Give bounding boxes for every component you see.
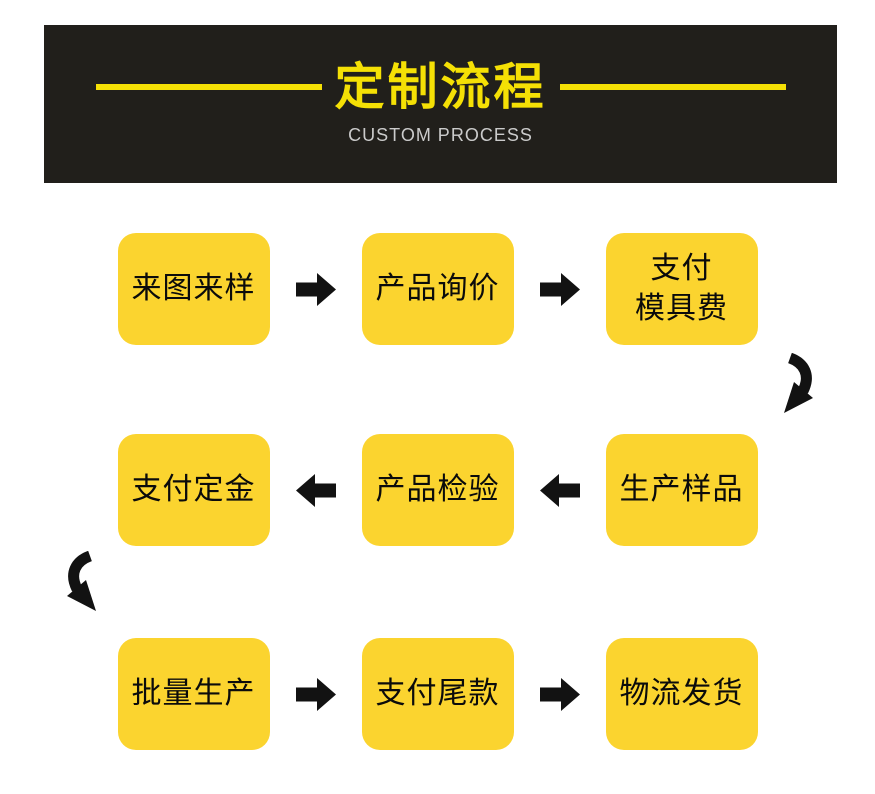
block-arrow-right-icon [539,677,580,711]
flow-step: 物流发货 [605,638,758,750]
title-line-left [95,84,322,90]
flow-step: 批量生产 [117,638,270,750]
flow-step-label: 产品检验 [375,473,500,506]
arrow-slot [514,233,606,345]
flow-step: 生产样品 [605,434,758,546]
flow-step: 支付 模具费 [605,233,758,345]
flow-row-1: 来图来样 产品询价 支付 模具费 [0,233,875,345]
flow-step: 产品检验 [361,434,514,546]
header-banner: 定制流程 CUSTOM PROCESS [44,25,837,183]
block-arrow-right-icon [295,272,336,306]
flow-step-label: 支付 [650,252,713,285]
flow-step-label: 产品询价 [375,272,500,305]
flow-step-label: 物流发货 [619,677,744,710]
flow-step: 支付尾款 [361,638,514,750]
block-arrow-left-icon [539,473,580,507]
flow-row-2: 支付定金 产品检验 生产样品 [0,434,875,546]
flow-step-label: 批量生产 [131,677,256,710]
flow-step-label: 支付尾款 [375,677,500,710]
flow-step: 支付定金 [117,434,270,546]
flow-step-label: 生产样品 [619,473,744,506]
curved-arrow-down-left-icon [784,353,813,413]
arrow-slot [270,638,362,750]
curved-arrow-down-right-icon [67,551,96,611]
arrow-slot [514,434,606,546]
block-arrow-right-icon [539,272,580,306]
block-arrow-right-icon [295,677,336,711]
page-subtitle: CUSTOM PROCESS [348,125,533,145]
page-title: 定制流程 [334,59,547,115]
flow-step-label: 来图来样 [131,272,256,305]
flow-row-3: 批量生产 支付尾款 物流发货 [0,638,875,750]
arrow-slot [270,434,362,546]
flow-step-label: 支付定金 [131,473,256,506]
title-line-right [559,84,786,90]
flow-step-label: 模具费 [635,292,728,325]
arrow-slot [514,638,606,750]
flow-step: 产品询价 [361,233,514,345]
arrow-slot [270,233,362,345]
block-arrow-left-icon [295,473,336,507]
title-row: 定制流程 [44,25,837,116]
flow-step: 来图来样 [117,233,270,345]
